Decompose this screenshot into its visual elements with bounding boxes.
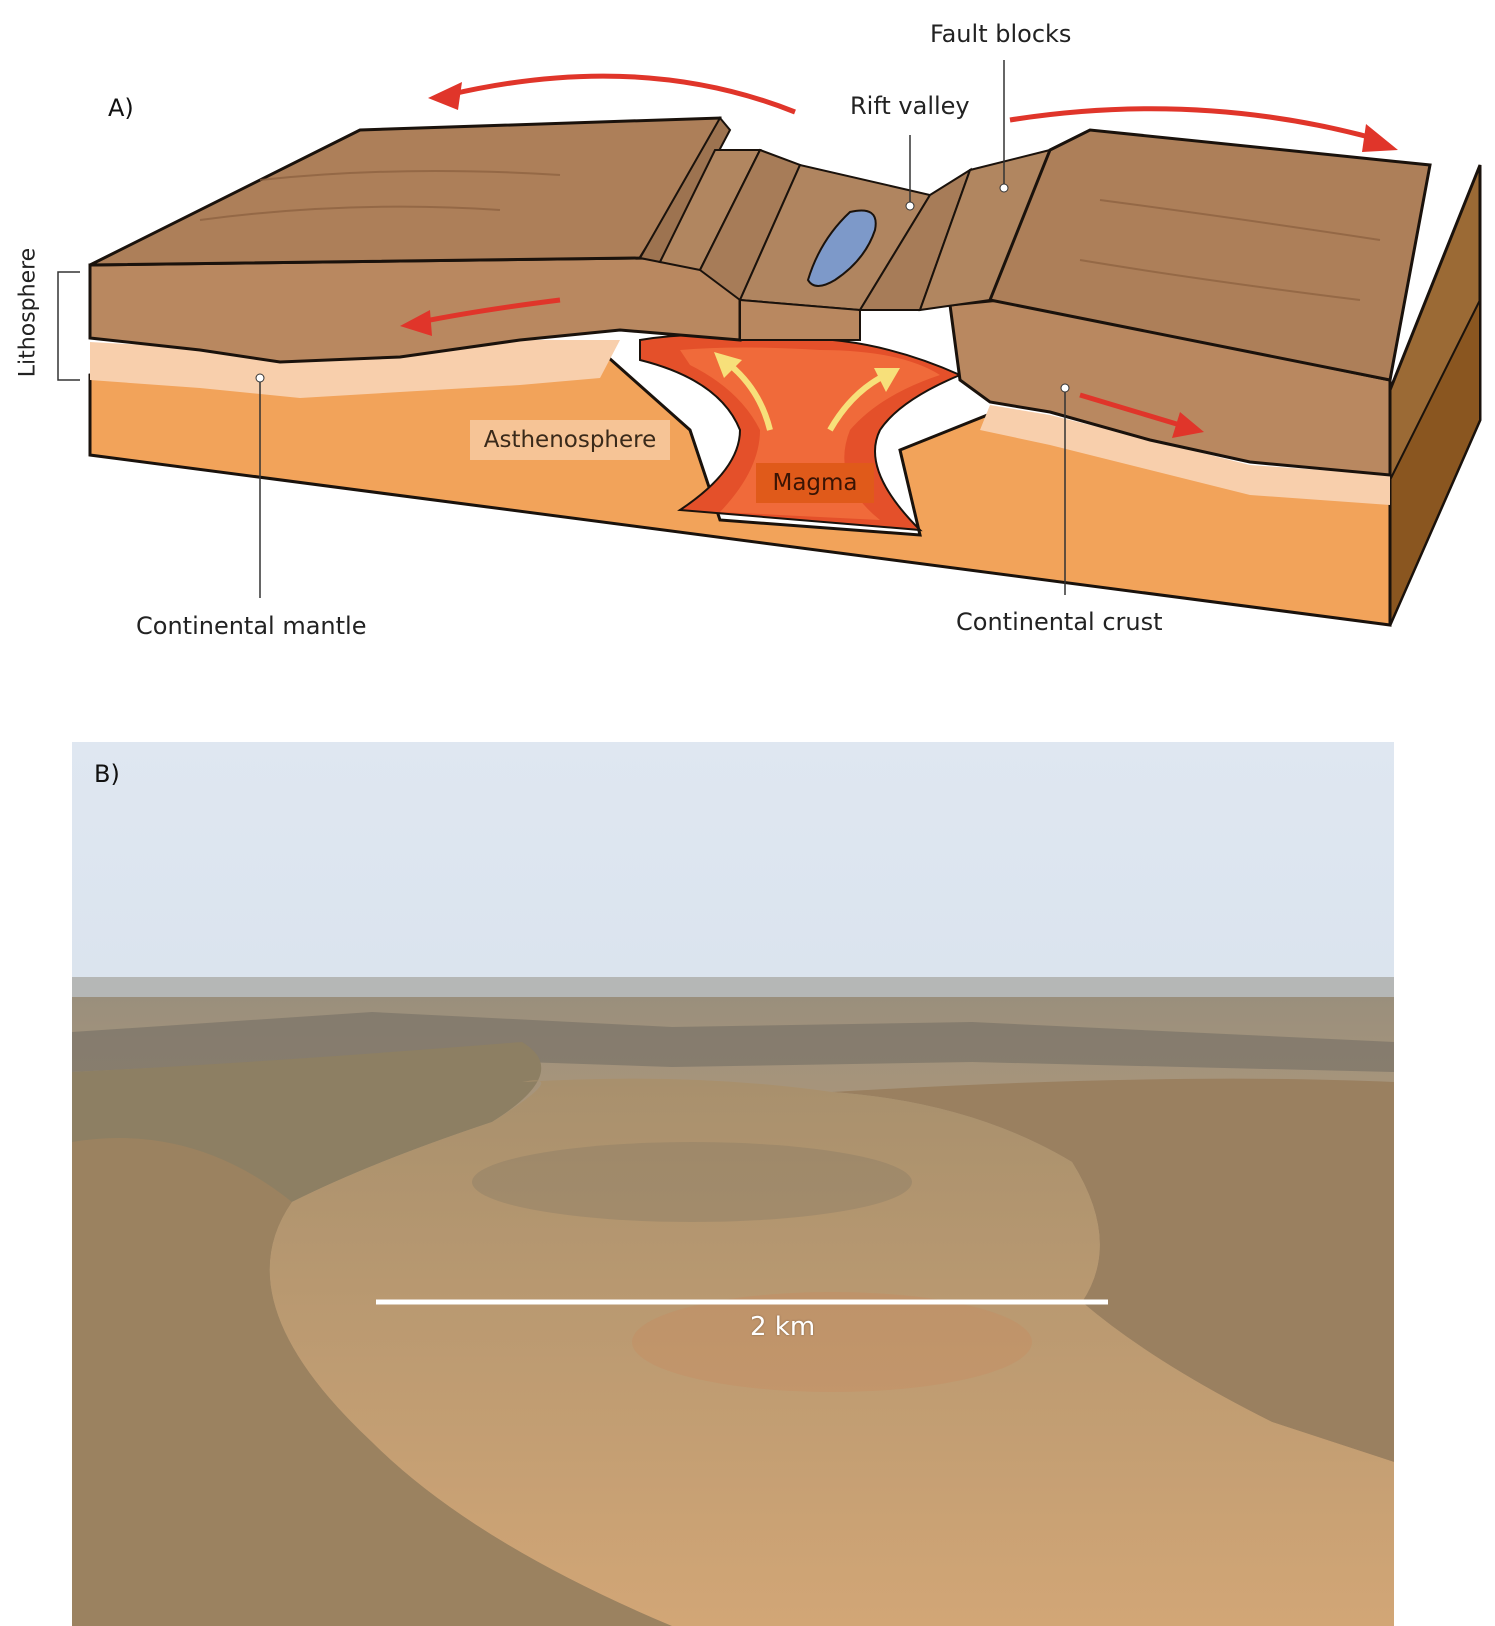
landscape-illustration xyxy=(72,742,1394,1626)
shadow-patch xyxy=(472,1142,912,1222)
rift-block-diagram: A) Fault blocks Rift valley Lithosphere … xyxy=(0,0,1495,650)
continental-crust-label: Continental crust xyxy=(956,608,1163,636)
crust-arrow-left-head xyxy=(400,310,432,336)
right-plateau-surface xyxy=(987,128,1432,382)
magma-arrow-left-shaft xyxy=(728,362,773,431)
lithosphere-bracket xyxy=(57,271,80,381)
panel-a-letter: A) xyxy=(108,94,134,122)
crust-arrow-left-shaft xyxy=(419,297,561,325)
top-arrow-left-head xyxy=(428,82,462,110)
magma-arrow-left-head xyxy=(714,352,742,378)
top-arrow-right-shaft xyxy=(1009,106,1381,143)
fault-scarp-left xyxy=(638,116,732,264)
rift-lake xyxy=(806,209,877,287)
magma-core xyxy=(680,347,940,520)
magma-arrow-right-head xyxy=(874,368,900,392)
scale-bar-label: 2 km xyxy=(750,1312,816,1342)
mantle-marker xyxy=(255,373,265,383)
rift-valley-marker xyxy=(905,201,915,211)
panel-b-letter: B) xyxy=(94,760,120,788)
rift-valley-label: Rift valley xyxy=(850,92,970,120)
magma-arrow-right-shaft xyxy=(827,375,882,432)
fault-blocks-label: Fault blocks xyxy=(930,20,1072,48)
left-slope-vegetation xyxy=(72,1138,672,1626)
block-diagram-illustration xyxy=(57,60,1482,627)
left-plateau-surface xyxy=(89,116,722,267)
asthenosphere-label: Asthenosphere xyxy=(470,420,670,460)
magma-label: Magma xyxy=(756,463,874,503)
crust-arrow-right-head xyxy=(1172,412,1204,438)
top-arrow-right-head xyxy=(1362,124,1398,152)
continental-mantle-label: Continental mantle xyxy=(136,612,367,640)
fault-blocks-marker xyxy=(999,183,1009,193)
lithosphere-label: Lithosphere xyxy=(15,247,41,378)
surface-texture xyxy=(199,170,1381,301)
crust-marker xyxy=(1060,383,1070,393)
crust-arrow-right-shaft xyxy=(1079,392,1181,428)
reddish-patch xyxy=(632,1292,1032,1392)
mantle-band-right xyxy=(980,405,1390,505)
right-escarpment xyxy=(832,1078,1394,1462)
top-arrow-left-shaft xyxy=(447,73,796,115)
valley-floor xyxy=(269,1078,1394,1626)
rift-valley-photo: B) xyxy=(72,742,1394,1626)
valley-floor-front xyxy=(739,298,861,341)
